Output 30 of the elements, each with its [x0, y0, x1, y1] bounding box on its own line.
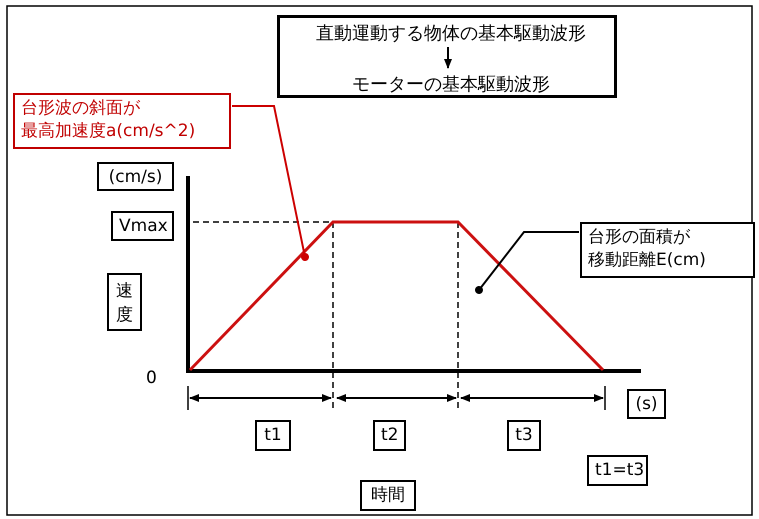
arrow [444, 47, 452, 69]
axis-label [360, 480, 416, 511]
label-text: Vmax [119, 215, 166, 238]
callout-box [13, 93, 231, 149]
interval-label [507, 420, 541, 451]
label-text: t2 [381, 424, 398, 447]
note-label [587, 455, 648, 486]
unit-label [627, 389, 666, 419]
label-text: (s) [635, 393, 658, 416]
interval-label [373, 420, 406, 451]
leader-line [232, 105, 309, 261]
label-text: 台形波の斜面が [21, 97, 141, 120]
callout-box [580, 222, 755, 278]
leader-line [475, 231, 579, 294]
title-text: 直動運動する物体の基本駆動波形 [286, 22, 616, 48]
value-label [111, 211, 174, 241]
interval-label [255, 420, 291, 451]
label-text: 移動距離E(cm) [588, 249, 707, 272]
axis-label [107, 273, 142, 331]
title-box [277, 15, 617, 98]
axis-origin-label: 0 [146, 367, 157, 390]
unit-label [97, 162, 174, 191]
label-text: t3 [515, 424, 533, 447]
label-text: 台形の面積が [588, 226, 691, 249]
label-text: 時間 [370, 484, 406, 507]
title-text: モーターの基本駆動波形 [286, 73, 616, 99]
label-text: (cm/s) [108, 166, 164, 189]
label-text: t1 [263, 424, 283, 447]
label-text: 最高加速度a(cm/s^2) [21, 120, 196, 143]
label-text: 速度 [116, 280, 134, 327]
